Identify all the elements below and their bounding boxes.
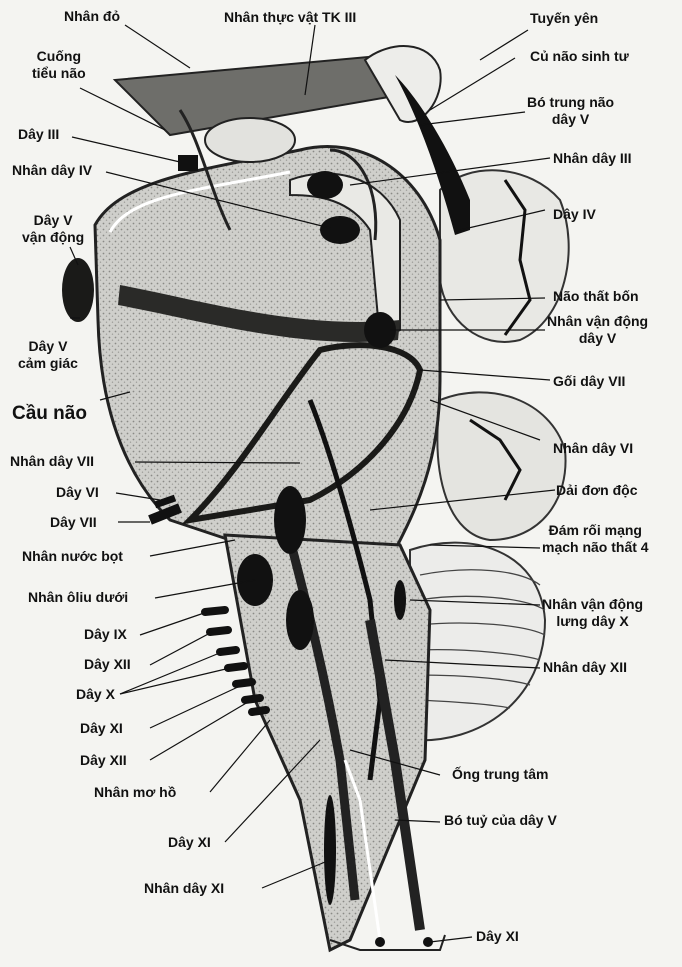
label-nhan-oliu-duoi: Nhân ôliu dưới (28, 589, 128, 606)
label-day-iii: Dây III (18, 126, 59, 143)
label-bo-trung-nao: Bó trung não dây V (527, 94, 614, 128)
label-nhan-van-dong-v: Nhân vận động dây V (547, 313, 648, 347)
label-day-iv: Dây IV (553, 206, 596, 223)
label-day-xi-b: Dây XI (168, 834, 211, 851)
label-nhan-thuc-vat: Nhân thực vật TK III (224, 9, 356, 26)
label-day-xii-b: Dây XII (80, 752, 127, 769)
label-day-x: Dây X (76, 686, 115, 703)
label-dai-don-doc: Dải đơn độc (556, 482, 638, 499)
label-cau-nao: Cầu não (12, 405, 87, 422)
label-nhan-do: Nhân đỏ (64, 8, 120, 25)
label-day-xii-a: Dây XII (84, 656, 131, 673)
label-tuyen-yen: Tuyến yên (530, 10, 598, 27)
label-day-vi: Dây VI (56, 484, 99, 501)
label-day-vii: Dây VII (50, 514, 97, 531)
label-nhan-day-iv: Nhân dây IV (12, 162, 92, 179)
label-day-v-cam-giac: Dây V cảm giác (18, 338, 78, 372)
label-dam-roi-mang: Đám rối mạng mạch não thất 4 (542, 522, 649, 556)
label-bo-tuy-day-v: Bó tuỷ của dây V (444, 812, 557, 829)
label-nhan-day-vii: Nhân dây VII (10, 453, 94, 470)
label-day-v-van-dong: Dây V vận động (22, 212, 84, 246)
label-day-xi-a: Dây XI (80, 720, 123, 737)
label-nhan-mo-ho: Nhân mơ hồ (94, 784, 176, 801)
label-day-ix: Dây IX (84, 626, 127, 643)
label-goi-day-vii: Gối dây VII (553, 373, 625, 390)
brainstem-body (95, 110, 445, 950)
label-nhan-day-xi: Nhân dây XI (144, 880, 224, 897)
label-cu-nao-sinh-tu: Củ não sinh tư (530, 48, 629, 65)
label-nhan-van-dong-lung-x: Nhân vận động lưng dây X (542, 596, 643, 630)
label-day-xi-c: Dây XI (476, 928, 519, 945)
label-nhan-nuoc-bot: Nhân nước bọt (22, 548, 123, 565)
label-nhan-day-iii: Nhân dây III (553, 150, 632, 167)
label-nhan-day-vi: Nhân dây VI (553, 440, 633, 457)
label-nao-that-bon: Não thất bốn (553, 288, 639, 305)
label-ong-trung-tam: Ống trung tâm (452, 766, 548, 783)
label-nhan-day-xii: Nhân dây XII (543, 659, 627, 676)
label-cuong-tieu-nao: Cuống tiểu não (32, 48, 86, 82)
